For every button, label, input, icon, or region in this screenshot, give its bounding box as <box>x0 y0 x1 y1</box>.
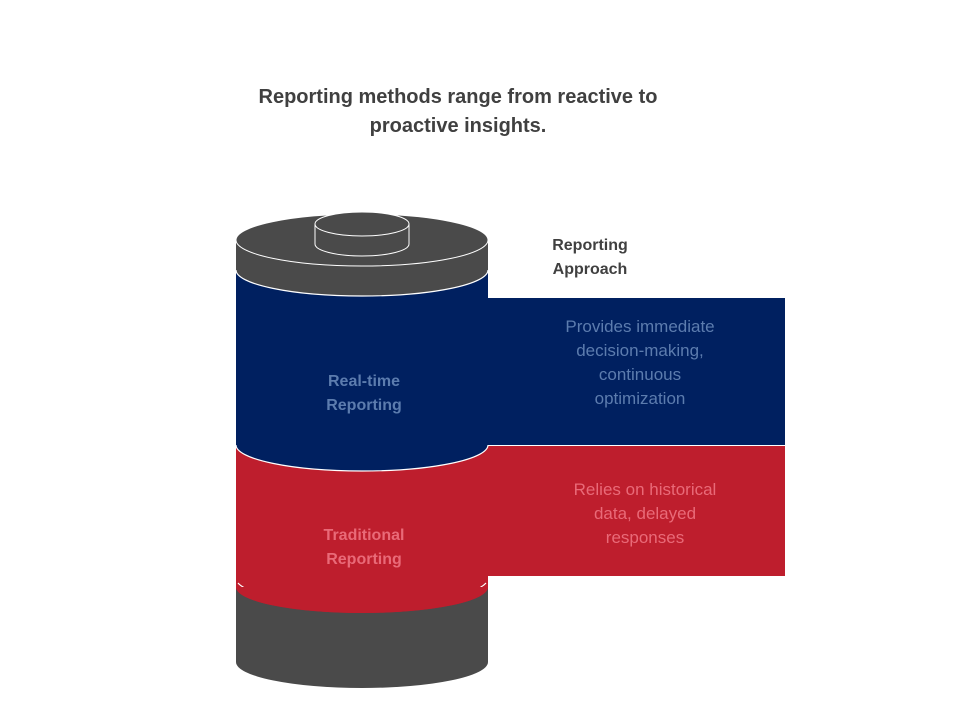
realtime-segment <box>235 270 489 472</box>
realtime-panel <box>488 298 785 445</box>
traditional-description: Relies on historical data, delayed respo… <box>573 480 717 547</box>
top-cap <box>235 211 489 297</box>
diagram-title: Reporting methods range from reactive to… <box>258 86 658 137</box>
legend-heading: Reporting Approach <box>552 237 628 278</box>
traditional-segment <box>236 445 488 613</box>
traditional-label: Traditional Reporting <box>323 527 405 568</box>
terminal-top <box>314 211 410 237</box>
traditional-panel <box>488 446 785 576</box>
realtime-description: Provides immediate decision-making, cont… <box>565 317 715 408</box>
realtime-label: Real-time Reporting <box>326 373 402 414</box>
